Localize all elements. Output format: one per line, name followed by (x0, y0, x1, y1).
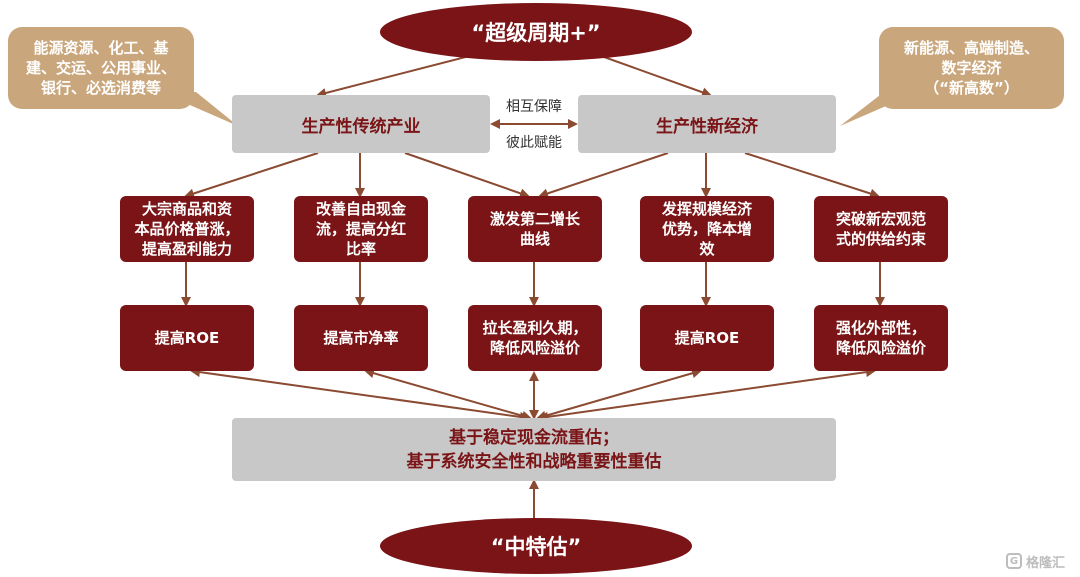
super-cycle-label: “超级周期+” (471, 21, 601, 45)
arrow-rg-5 (744, 152, 880, 199)
super-cycle-ellipse: “超级周期+” (380, 3, 692, 61)
revaluation-box: 基于稳定现金流重估； 基于系统安全性和战略重要性重估 (232, 418, 836, 481)
arrow-lg-3 (404, 152, 530, 199)
row2-box-5: 强化外部性， 降低风险溢价 (814, 305, 948, 371)
left-callout-text: 能源资源、化工、基 建、交运、公用事业、 银行、必选消费等 (25, 39, 176, 97)
mutual-guarantee-text: 相互保障 (506, 99, 562, 115)
arrow-r2-b-2 (364, 368, 532, 421)
row2-box-2: 提高市净率 (294, 305, 428, 371)
arrow-r2-b-4 (536, 368, 702, 421)
left-callout: 能源资源、化工、基 建、交运、公用事业、 银行、必选消费等 (8, 27, 194, 109)
new-economy-label: 生产性新经济 (656, 116, 758, 137)
row1-box-1: 大宗商品和资 本品价格普涨， 提高盈利能力 (120, 196, 254, 262)
mutual-empower-text: 彼此赋能 (506, 135, 562, 151)
row2-box-3: 拉长盈利久期， 降低风险溢价 (468, 305, 602, 371)
traditional-industry-box: 生产性传统产业 (232, 95, 490, 153)
gelonghui-logo-icon: G (1006, 553, 1022, 569)
right-callout-text: 新能源、高端制造、 数字经济 （“新高数”） (903, 39, 1039, 97)
row1-box-3: 激发第二增长 曲线 (468, 196, 602, 262)
revaluation-text: 基于稳定现金流重估； 基于系统安全性和战略重要性重估 (406, 427, 662, 472)
arrow-top-to-right (589, 51, 712, 98)
row1-box-2: 改善自由现金 流，提高分红 比率 (294, 196, 428, 262)
watermark: G 格隆汇 (1006, 550, 1078, 572)
row1-box-5: 突破新宏观范 式的供给约束 (814, 196, 948, 262)
watermark-text: 格隆汇 (1026, 555, 1066, 571)
row2-box-1: 提高ROE (120, 305, 254, 371)
arrow-lg-1 (184, 152, 319, 199)
row1-box-4: 发挥规模经济 优势，降本增 效 (640, 196, 774, 262)
traditional-industry-label: 生产性传统产业 (301, 116, 421, 137)
arrow-r2-b-5 (538, 367, 876, 422)
arrow-top-to-left (316, 51, 486, 98)
right-callout: 新能源、高端制造、 数字经济 （“新高数”） (879, 27, 1064, 109)
new-economy-box: 生产性新经济 (578, 95, 836, 153)
china-special-valuation-ellipse: “中特估” (380, 518, 692, 574)
arrow-r2-b-1 (190, 367, 530, 422)
arrow-rg-3 (538, 152, 669, 199)
china-special-valuation-label: “中特估” (490, 535, 582, 559)
row2-box-4: 提高ROE (640, 305, 774, 371)
